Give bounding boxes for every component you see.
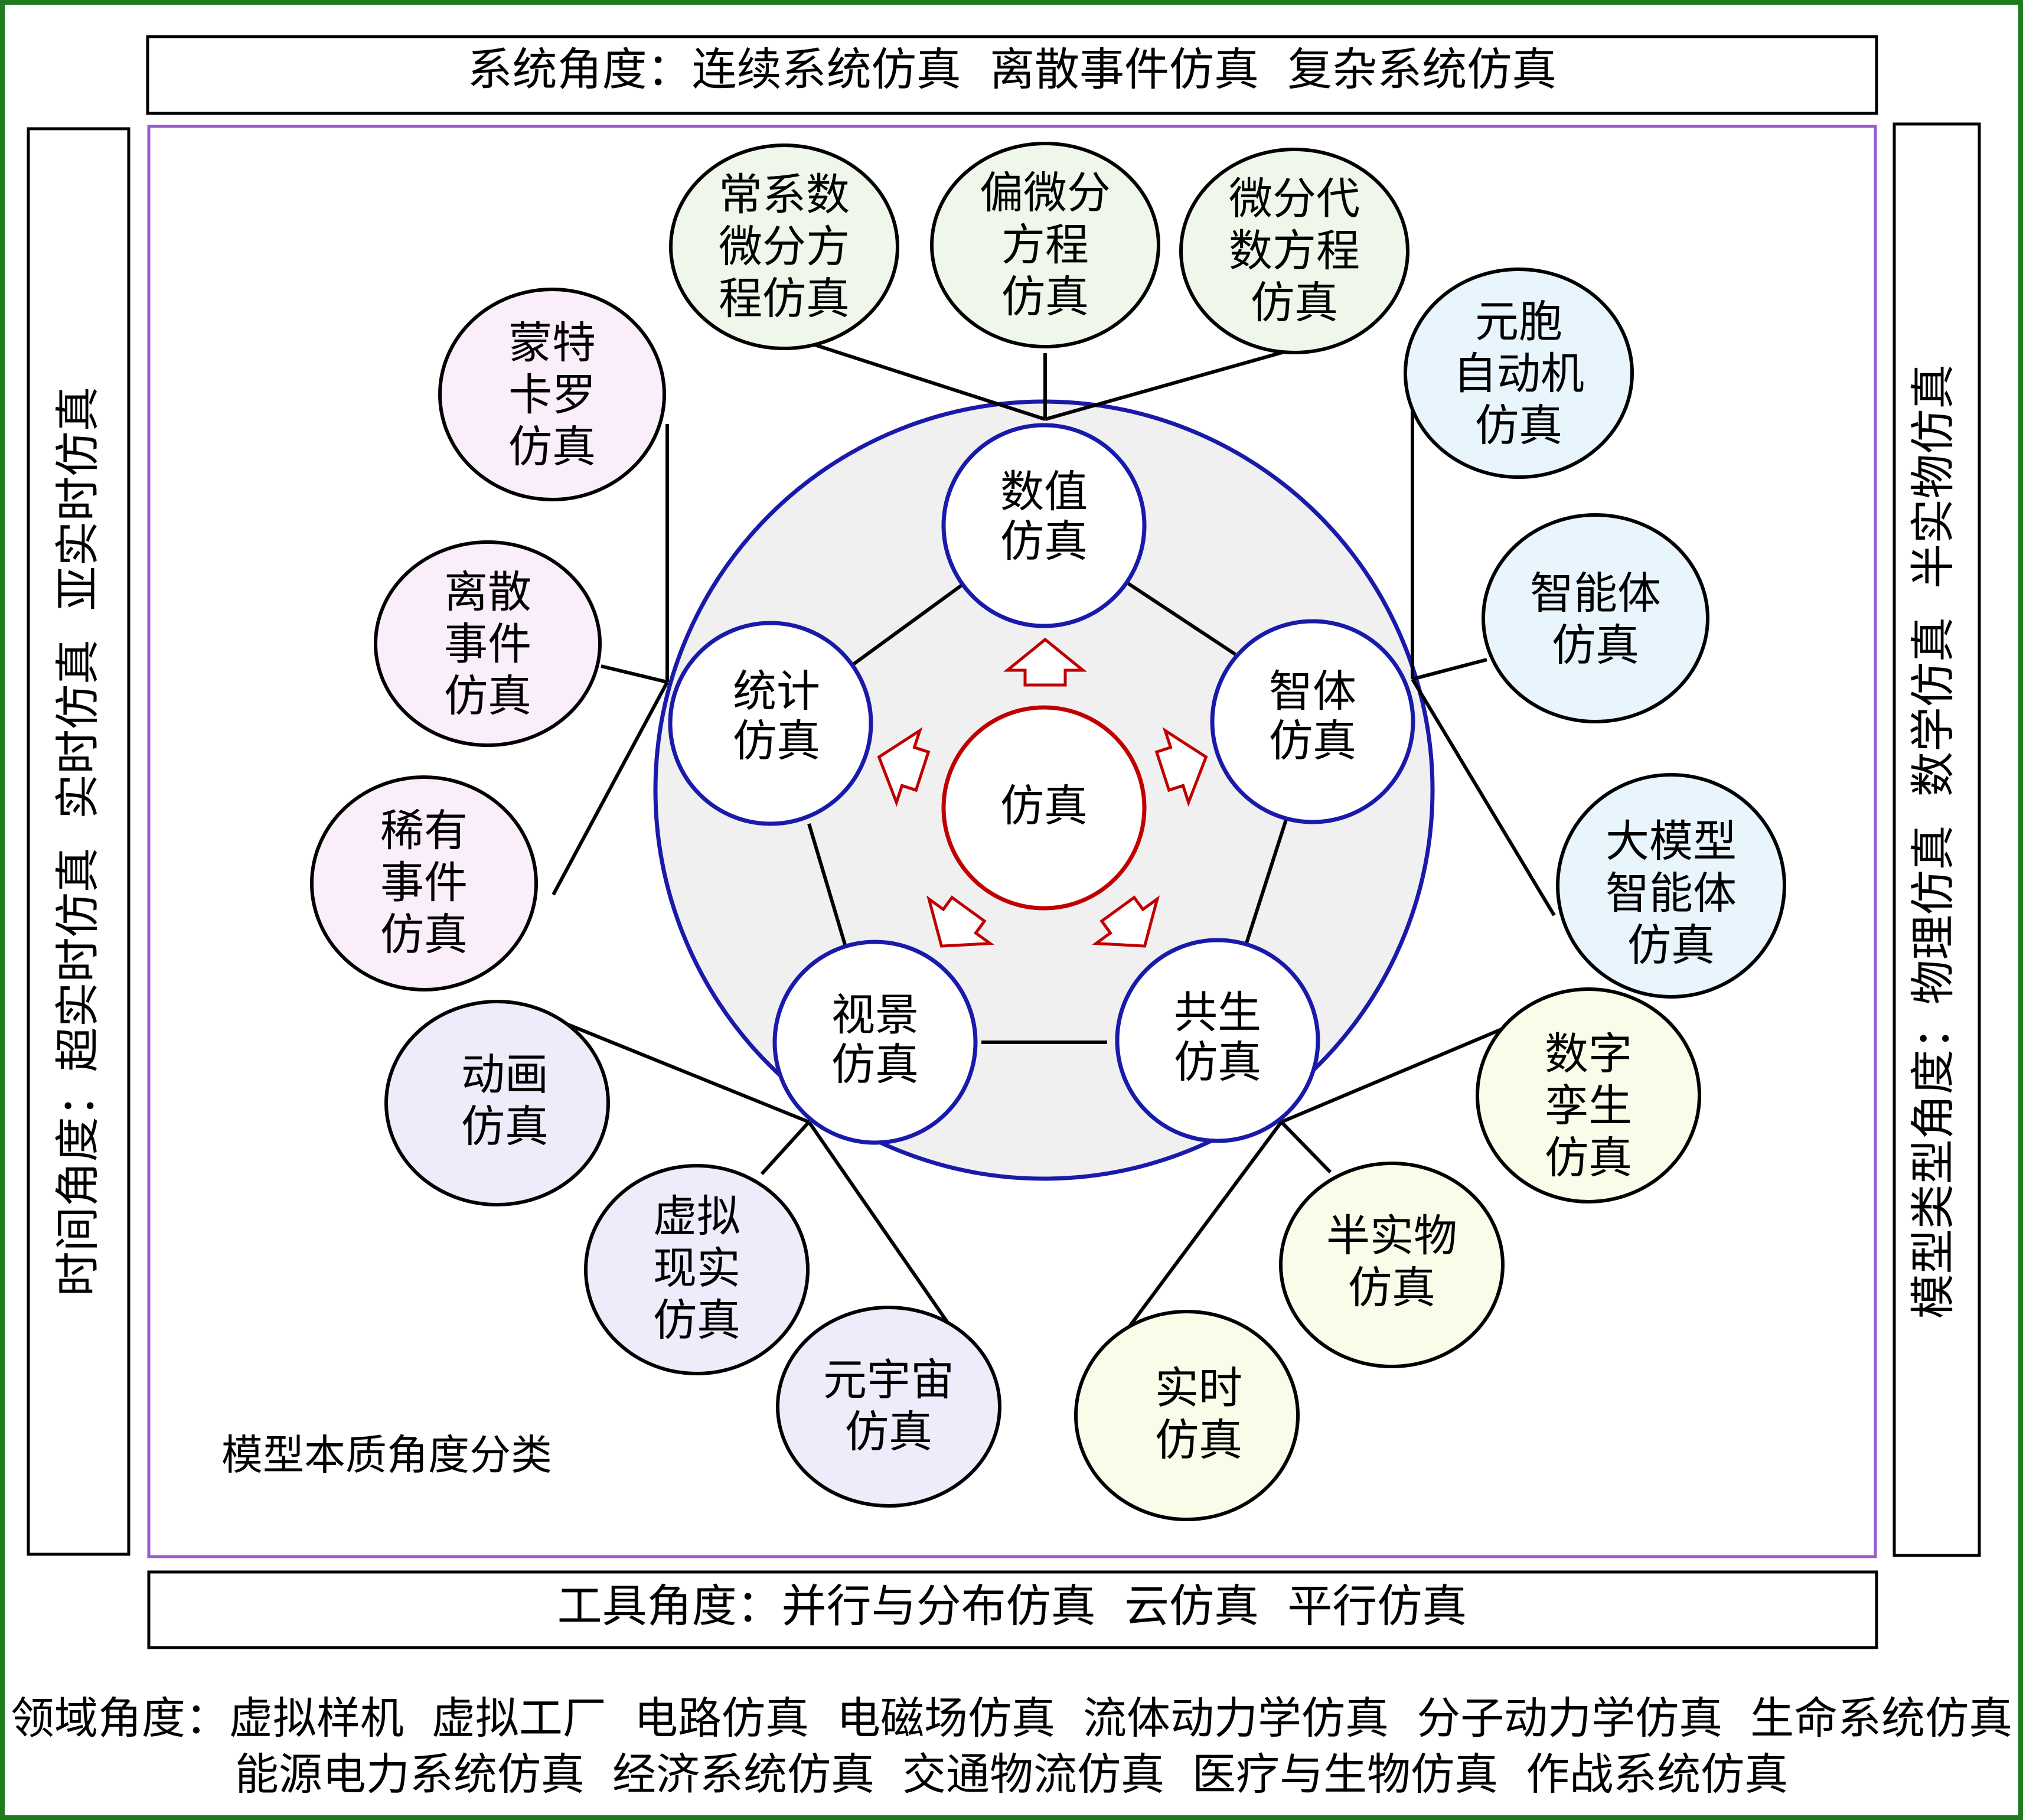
outer-node-monte-carlo: 蒙特 卡罗 仿真 (438, 288, 666, 501)
pentagon-node-statistical: 统计 仿真 (668, 621, 873, 826)
svg-text:仿真: 仿真 (1627, 920, 1715, 971)
svg-text:半实物: 半实物 (1326, 1211, 1457, 1261)
svg-text:仿真: 仿真 (380, 909, 468, 960)
svg-text:数值: 数值 (1000, 467, 1088, 517)
svg-text:仿真: 仿真 (1475, 400, 1562, 451)
svg-text:大模型: 大模型 (1606, 816, 1737, 867)
left-band-text: 时间角度：超实时仿真 实时仿真 亚实时仿真 (51, 387, 104, 1297)
svg-text:仿真: 仿真 (1552, 620, 1639, 671)
svg-text:智能体: 智能体 (1530, 568, 1661, 619)
bottom-band-box (147, 1570, 1878, 1649)
outer-node-vr: 虚拟 现实 仿真 (584, 1164, 810, 1375)
svg-text:孪生: 孪生 (1545, 1081, 1632, 1131)
svg-text:微分代: 微分代 (1229, 174, 1360, 224)
outer-node-discrete-event: 离散 事件 仿真 (374, 540, 602, 747)
outer-node-digital-twin: 数字 孪生 仿真 (1476, 987, 1701, 1203)
outer-node-llm-agent: 大模型 智能体 仿真 (1556, 773, 1786, 999)
outer-node-animation: 动画 仿真 (384, 1000, 610, 1206)
svg-text:数方程: 数方程 (1229, 226, 1360, 276)
pentagon-edges (807, 580, 1288, 1044)
outer-node-intelligent-agent: 智能体 仿真 (1482, 513, 1709, 723)
svg-text:仿真: 仿真 (831, 1039, 919, 1090)
svg-text:仿真: 仿真 (1155, 1415, 1242, 1466)
svg-text:离散: 离散 (444, 567, 531, 618)
red-arrow-left (877, 727, 931, 807)
svg-text:视景: 视景 (831, 990, 919, 1041)
svg-text:仿真: 仿真 (1000, 516, 1088, 567)
svg-text:虚拟: 虚拟 (653, 1191, 740, 1242)
red-arrow-lower-left (926, 895, 994, 948)
red-arrow-lower-right (1092, 895, 1160, 948)
right-band-text: 模型类型角度：物理仿真 数学仿真 半实物仿真 (1907, 364, 1959, 1319)
svg-text:仿真: 仿真 (444, 671, 531, 722)
outer-node-ode: 常系数 微分方 程仿真 (669, 143, 899, 350)
center-node-label: 仿真 (1000, 781, 1088, 831)
svg-text:仿真: 仿真 (508, 422, 596, 472)
svg-text:事件: 事件 (380, 857, 468, 908)
svg-text:卡罗: 卡罗 (508, 370, 596, 420)
svg-text:蒙特: 蒙特 (508, 318, 596, 368)
svg-text:微分方: 微分方 (719, 221, 850, 272)
outer-node-metaverse: 元宇宙 仿真 (776, 1306, 1001, 1508)
svg-text:仿真: 仿真 (1269, 716, 1356, 767)
domain-line-2: 能源电力系统仿真 经济系统仿真 交通物流仿真 医疗与生物仿真 作战系统仿真 (235, 1749, 1788, 1800)
svg-text:仿真: 仿真 (1001, 272, 1089, 322)
red-flow-arrows (877, 637, 1208, 948)
red-arrow-up (1003, 637, 1088, 687)
svg-text:程仿真: 程仿真 (719, 273, 850, 324)
model-essence-label: 模型本质角度分类 (221, 1431, 552, 1479)
svg-text:智能体: 智能体 (1606, 868, 1737, 919)
svg-text:智体: 智体 (1269, 666, 1356, 717)
bottom-band-text: 工具角度：并行与分布仿真 云仿真 平行仿真 (557, 1580, 1467, 1632)
svg-text:元胞: 元胞 (1475, 296, 1562, 347)
top-band-text: 系统角度：连续系统仿真 离散事件仿真 复杂系统仿真 (468, 43, 1557, 96)
outer-node-pde: 偏微分 方程 仿真 (930, 142, 1160, 348)
pentagon-node-symbiotic: 共生 仿真 (1115, 938, 1320, 1143)
svg-text:共生: 共生 (1174, 987, 1261, 1038)
svg-text:仿真: 仿真 (461, 1101, 549, 1152)
svg-text:偏微分: 偏微分 (980, 168, 1111, 218)
svg-text:仿真: 仿真 (1174, 1037, 1261, 1088)
svg-text:稀有: 稀有 (380, 805, 468, 856)
outer-node-dae: 微分代 数方程 仿真 (1179, 148, 1409, 354)
outer-node-cellular: 元胞 自动机 仿真 (1404, 268, 1634, 479)
model-essence-frame (147, 125, 1877, 1558)
pentagon-node-visual: 视景 仿真 (772, 940, 978, 1145)
red-arrow-right (1154, 727, 1208, 807)
svg-text:仿真: 仿真 (733, 716, 820, 767)
svg-text:仿真: 仿真 (653, 1295, 740, 1346)
svg-text:仿真: 仿真 (845, 1407, 932, 1457)
domain-line-1: 领域角度：虚拟样机 虚拟工厂 电路仿真 电磁场仿真 流体动力学仿真 分子动力学仿… (11, 1693, 2012, 1744)
svg-text:现实: 现实 (653, 1243, 740, 1294)
svg-text:数字: 数字 (1545, 1029, 1632, 1079)
svg-text:元宇宙: 元宇宙 (823, 1355, 954, 1405)
svg-text:统计: 统计 (733, 666, 820, 717)
svg-text:自动机: 自动机 (1453, 348, 1584, 399)
top-band-box (146, 35, 1878, 115)
classification-arrows (552, 343, 1556, 1330)
svg-text:实时: 实时 (1155, 1363, 1242, 1414)
outer-node-hil: 半实物 仿真 (1279, 1162, 1505, 1368)
outer-node-rare-event: 稀有 事件 仿真 (310, 775, 538, 991)
pentagon-node-numeric: 数值 仿真 (941, 423, 1147, 628)
outer-node-realtime: 实时 仿真 (1074, 1310, 1300, 1521)
svg-text:仿真: 仿真 (1251, 278, 1338, 328)
left-band-box (27, 127, 130, 1556)
svg-text:常系数: 常系数 (719, 169, 850, 220)
svg-text:仿真: 仿真 (1545, 1133, 1632, 1183)
center-node: 仿真 (941, 705, 1147, 911)
pentagon-node-agent: 智体 仿真 (1210, 619, 1415, 824)
right-band-box (1893, 122, 1981, 1557)
svg-text:事件: 事件 (444, 619, 531, 670)
svg-text:动画: 动画 (461, 1049, 549, 1100)
svg-text:方程: 方程 (1001, 220, 1089, 270)
svg-text:仿真: 仿真 (1348, 1263, 1435, 1313)
